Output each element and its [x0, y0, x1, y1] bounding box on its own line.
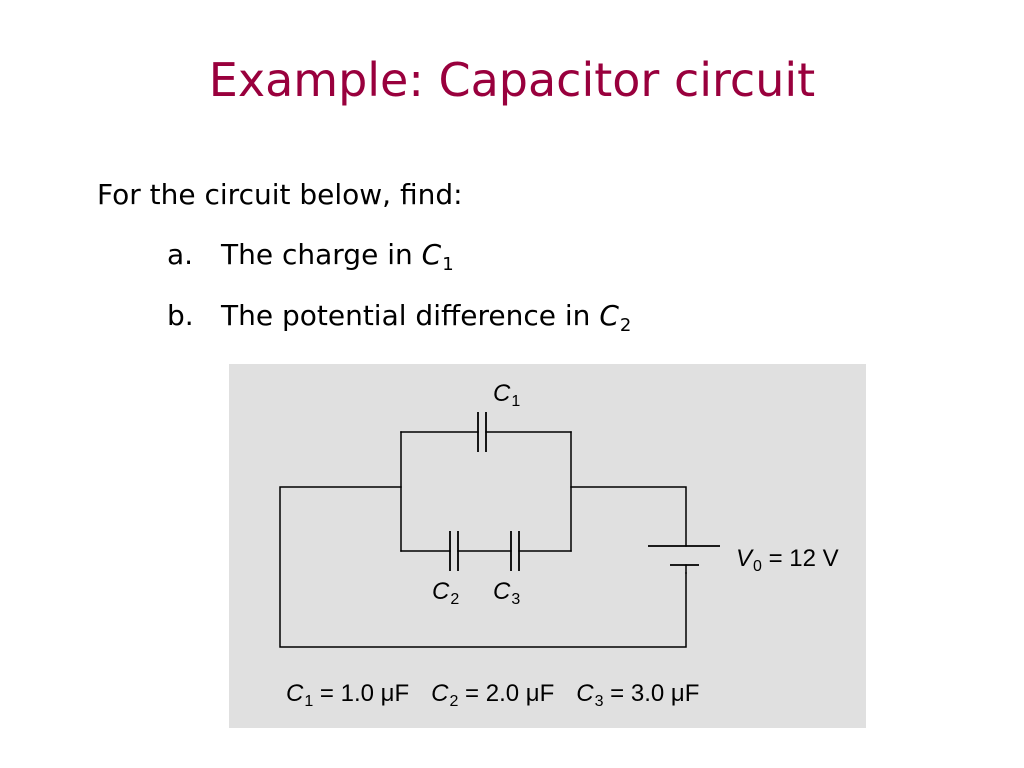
label-source-voltage: V0 = 12 V [736, 545, 839, 581]
question-a-subscript: 1 [442, 254, 454, 275]
slide-title: Example: Capacitor circuit [208, 53, 816, 107]
label-c1: C1 [493, 380, 520, 416]
label-c3-subscript: 3 [511, 591, 521, 608]
value-c3-amount: = 3.0 μF [603, 680, 700, 707]
label-c3: C3 [493, 578, 520, 614]
label-source-value: = 12 V [761, 545, 839, 572]
value-c1: C1 = 1.0 μF [286, 680, 409, 716]
value-c2-symbol: C [431, 680, 449, 707]
value-c2-amount: = 2.0 μF [458, 680, 555, 707]
question-a-label: The charge in [221, 238, 422, 271]
value-c2: C2 = 2.0 μF [431, 680, 554, 716]
label-c1-symbol: C [493, 380, 511, 407]
question-b-text: The potential difference in C2 [221, 296, 631, 346]
label-c2-subscript: 2 [450, 591, 460, 608]
label-source-subscript: 0 [753, 558, 762, 575]
question-a-symbol: C [421, 238, 442, 271]
value-c1-amount: = 1.0 μF [313, 680, 410, 707]
question-b-label: The potential difference in [221, 299, 600, 332]
label-c3-symbol: C [493, 578, 511, 605]
question-a-marker: a. [167, 238, 194, 271]
wire-outer-left [279, 486, 687, 648]
circuit-diagram [279, 412, 720, 648]
label-c2-symbol: C [432, 578, 450, 605]
value-c1-subscript: 1 [304, 693, 314, 710]
question-a-text: The charge in C1 [221, 235, 454, 285]
question-b-symbol: C [599, 299, 619, 332]
question-b-marker: b. [167, 299, 194, 332]
value-c3: C3 = 3.0 μF [576, 680, 699, 716]
value-c3-symbol: C [576, 680, 594, 707]
value-c3-subscript: 3 [594, 693, 604, 710]
label-c1-subscript: 1 [511, 393, 521, 410]
label-c2: C2 [432, 578, 459, 614]
value-c1-symbol: C [286, 680, 304, 707]
question-intro: For the circuit below, find: [97, 178, 463, 211]
question-b-subscript: 2 [619, 315, 632, 336]
label-source-symbol: V [736, 545, 753, 572]
value-c2-subscript: 2 [449, 693, 459, 710]
wire-outer-right [570, 486, 687, 547]
